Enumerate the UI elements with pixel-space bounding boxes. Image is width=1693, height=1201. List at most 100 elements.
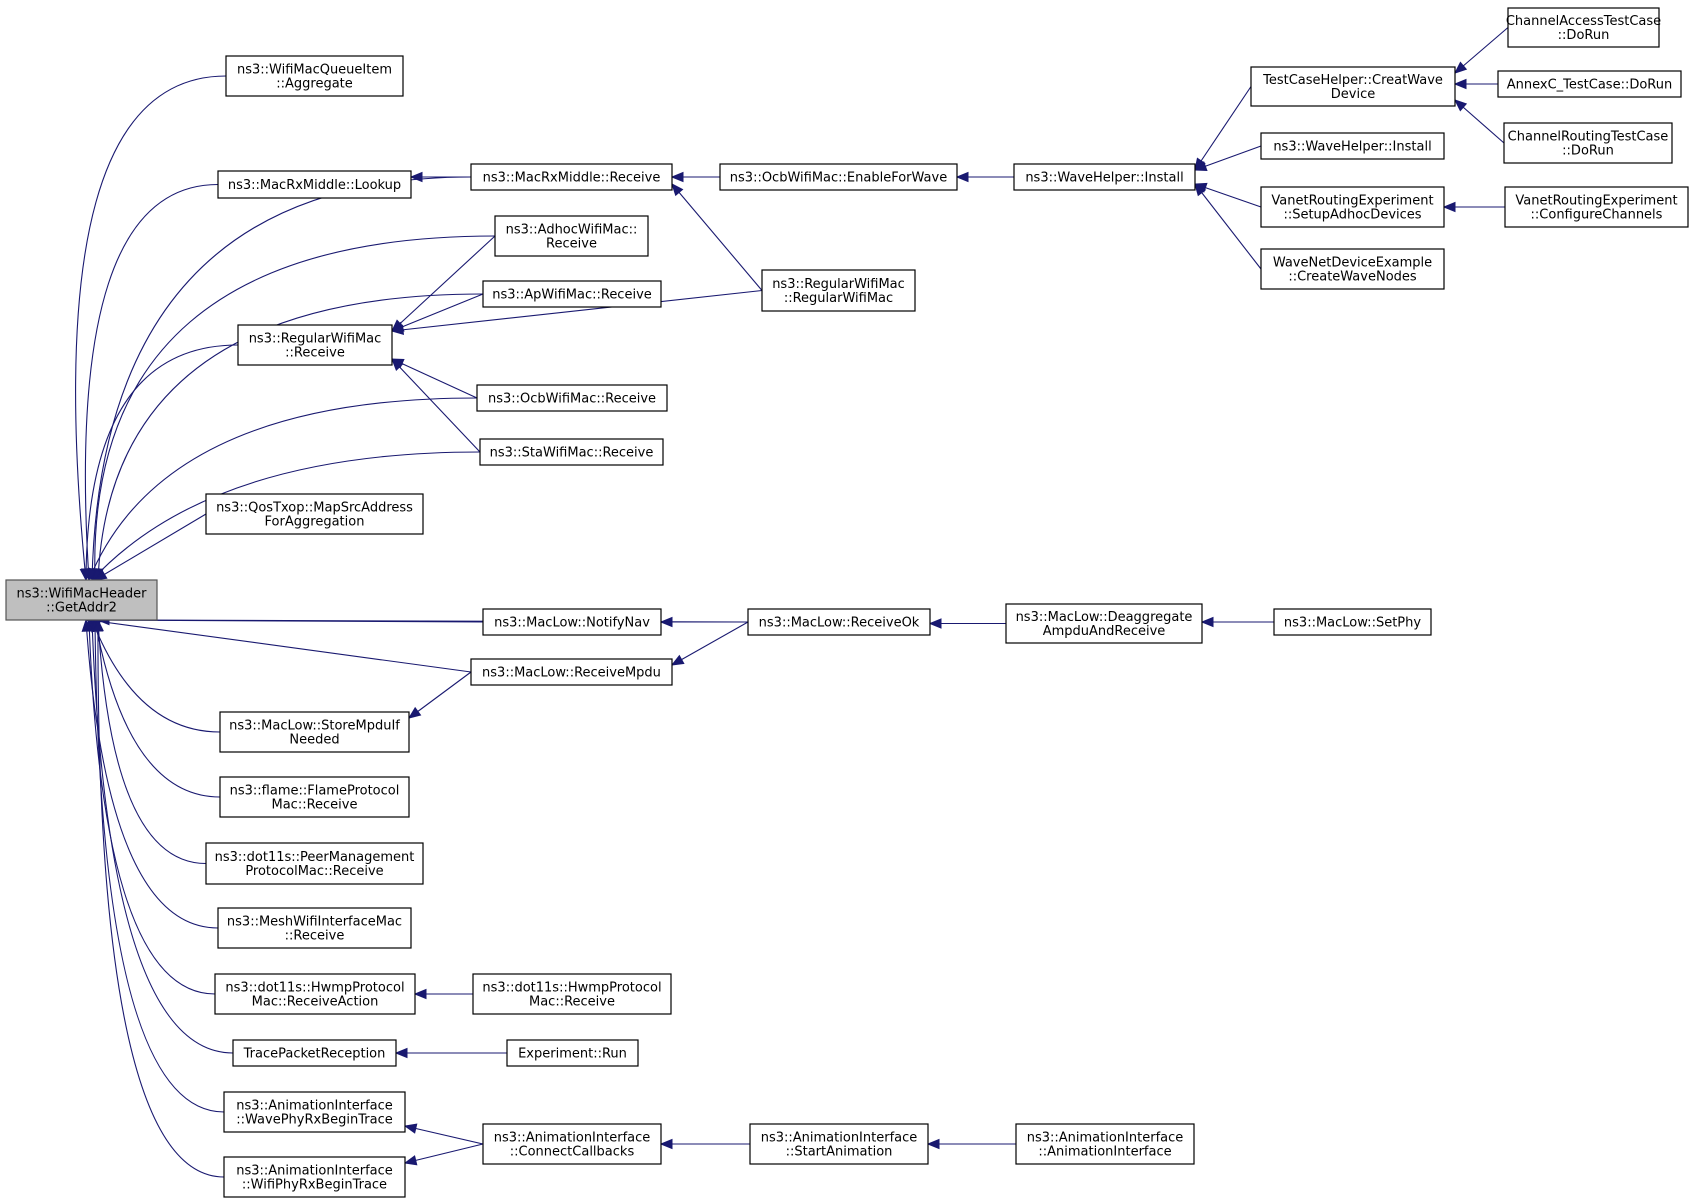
node-ai-ctor[interactable]: ns3::AnimationInterface::AnimationInterf…: [1015, 1123, 1195, 1165]
arrowhead-icon: [671, 182, 684, 197]
node-label: ::WavePhyRxBeginTrace: [236, 1113, 392, 1128]
node-ocb-recv[interactable]: ns3::OcbWifiMac::Receive: [476, 384, 668, 412]
call-nodes: ns3::WifiMacHeader::GetAddr2ns3::WifiMac…: [5, 7, 1689, 1198]
node-exp-run[interactable]: Experiment::Run: [506, 1039, 639, 1067]
node-mrm-recv[interactable]: ns3::MacRxMiddle::Receive: [470, 163, 673, 191]
edge-trace-to-root: [91, 619, 234, 1054]
node-box: [719, 163, 958, 191]
node-label: ::WifiPhyRxBeginTrace: [242, 1178, 387, 1193]
node-label: ns3::AnimationInterface: [494, 1131, 651, 1146]
node-ap-recv[interactable]: ns3::ApWifiMac::Receive: [482, 280, 662, 308]
node-ai-connect[interactable]: ns3::AnimationInterface::ConnectCallback…: [482, 1123, 662, 1165]
node-vre-setup[interactable]: VanetRoutingExperiment::SetupAdhocDevice…: [1260, 186, 1445, 228]
node-label: ::DoRun: [1558, 28, 1610, 43]
node-qos-map[interactable]: ns3::QosTxop::MapSrcAddressForAggregatio…: [205, 493, 424, 535]
node-label: ::StartAnimation: [786, 1145, 893, 1160]
node-root[interactable]: ns3::WifiMacHeader::GetAddr2: [5, 579, 158, 621]
arrowhead-icon: [394, 1047, 408, 1059]
edge-rwm_recv-to-root: [85, 344, 239, 581]
node-box: [237, 324, 393, 366]
node-ai-start[interactable]: ns3::AnimationInterface::StartAnimation: [749, 1123, 929, 1165]
node-cat-dorun[interactable]: ChannelAccessTestCase::DoRun: [1506, 7, 1661, 48]
edge-peer-to-root: [97, 619, 207, 865]
node-label: ::ConnectCallbacks: [510, 1145, 635, 1160]
node-sta-recv[interactable]: ns3::StaWifiMac::Receive: [479, 438, 664, 466]
node-label: ChannelAccessTestCase: [1506, 14, 1661, 29]
edge-sta_recv-to-rwm_recv: [391, 358, 481, 453]
node-label: ChannelRoutingTestCase: [1508, 130, 1669, 145]
node-label: ::Aggregate: [276, 77, 353, 92]
arrowhead-icon: [92, 618, 104, 632]
node-box: [217, 170, 412, 199]
node-ai-wave[interactable]: ns3::AnimationInterface::WavePhyRxBeginT…: [223, 1091, 406, 1133]
node-adhoc-recv[interactable]: ns3::AdhocWifiMac::Receive: [494, 215, 649, 257]
arrowhead-icon: [93, 569, 108, 581]
node-label: ns3::WaveHelper::Install: [1273, 140, 1431, 155]
node-ml-setphy[interactable]: ns3::MacLow::SetPhy: [1273, 608, 1432, 636]
node-label: ns3::MacLow::ReceiveMpdu: [482, 666, 661, 681]
node-box: [494, 215, 649, 257]
edge-ap_recv-to-rwm_recv: [391, 293, 484, 332]
edge-flame-to-root: [94, 619, 221, 798]
edge-ai_connect-to-ai_wave: [404, 1125, 484, 1145]
edge-vre_setup-to-wave_install: [1194, 183, 1262, 208]
node-label: ns3::dot11s::HwmpProtocol: [482, 981, 661, 996]
node-label: AnnexC_TestCase::DoRun: [1507, 78, 1672, 93]
node-rwm-recv[interactable]: ns3::RegularWifiMac::Receive: [237, 324, 393, 366]
node-box: [1503, 122, 1673, 164]
node-wmqi[interactable]: ns3::WifiMacQueueItem::Aggregate: [225, 55, 404, 97]
node-hwmp-action[interactable]: ns3::dot11s::HwmpProtocolMac::ReceiveAct…: [214, 973, 416, 1015]
node-ml-recvmpdu[interactable]: ns3::MacLow::ReceiveMpdu: [470, 658, 673, 686]
edge-ml_store-to-root: [91, 619, 221, 733]
node-ml-recvok[interactable]: ns3::MacLow::ReceiveOk: [747, 608, 931, 636]
arrowhead-icon: [1200, 616, 1214, 628]
edge-sta_recv-to-root: [91, 451, 481, 581]
node-annexc[interactable]: AnnexC_TestCase::DoRun: [1497, 70, 1682, 98]
node-label: ns3::AnimationInterface: [236, 1099, 393, 1114]
node-box: [219, 776, 410, 818]
node-wave-install2[interactable]: ns3::WaveHelper::Install: [1260, 132, 1445, 160]
node-trace[interactable]: TracePacketReception: [232, 1039, 397, 1067]
node-mesh[interactable]: ns3::MeshWifiInterfaceMac::Receive: [217, 907, 412, 949]
node-box: [482, 608, 662, 636]
node-peer[interactable]: ns3::dot11s::PeerManagementProtocolMac::…: [205, 842, 424, 885]
node-label: ns3::MacLow::SetPhy: [1284, 616, 1421, 631]
edge-qos_map-to-root: [94, 513, 207, 581]
node-label: ::SetupAdhocDevices: [1283, 208, 1421, 223]
node-rwm-ctor[interactable]: ns3::RegularWifiMac::RegularWifiMac: [761, 269, 916, 312]
node-vre-config[interactable]: VanetRoutingExperiment::ConfigureChannel…: [1504, 186, 1689, 228]
node-crt-dorun[interactable]: ChannelRoutingTestCase::DoRun: [1503, 122, 1673, 164]
edge-ocb_recv-to-rwm_recv: [391, 358, 478, 399]
node-label: ns3::RegularWifiMac: [249, 332, 382, 347]
node-label: ns3::MeshWifiInterfaceMac: [227, 915, 402, 930]
node-label: ::RegularWifiMac: [784, 291, 893, 306]
node-label: ::DoRun: [1562, 144, 1614, 159]
node-label: ns3::WifiMacHeader: [16, 587, 147, 602]
node-box: [761, 269, 916, 312]
node-ml-notify[interactable]: ns3::MacLow::NotifyNav: [482, 608, 662, 636]
arrowhead-icon: [1442, 201, 1456, 213]
node-label: ns3::AnimationInterface: [1027, 1131, 1184, 1146]
node-ai-wifi[interactable]: ns3::AnimationInterface::WifiPhyRxBeginT…: [223, 1156, 406, 1198]
node-label: Experiment::Run: [518, 1047, 627, 1062]
node-label: ns3::WifiMacQueueItem: [237, 63, 392, 78]
arrowhead-icon: [1454, 99, 1468, 112]
node-label: ::ConfigureChannels: [1531, 208, 1663, 223]
node-ocb-enable[interactable]: ns3::OcbWifiMac::EnableForWave: [719, 163, 958, 191]
node-mrm-lookup[interactable]: ns3::MacRxMiddle::Lookup: [217, 170, 412, 199]
edge-ai_connect-to-ai_wifi: [404, 1143, 484, 1164]
node-wave-install[interactable]: ns3::WaveHelper::Install: [1013, 163, 1196, 191]
node-box: [1273, 608, 1432, 636]
node-wnde[interactable]: WaveNetDeviceExample::CreateWaveNodes: [1260, 248, 1445, 290]
edge-hwmp_action-to-root: [88, 619, 216, 995]
node-label: ProtocolMac::Receive: [245, 864, 383, 879]
node-label: ns3::AnimationInterface: [761, 1131, 918, 1146]
node-label: ::AnimationInterface: [1038, 1145, 1171, 1160]
arrowhead-icon: [1194, 182, 1207, 197]
